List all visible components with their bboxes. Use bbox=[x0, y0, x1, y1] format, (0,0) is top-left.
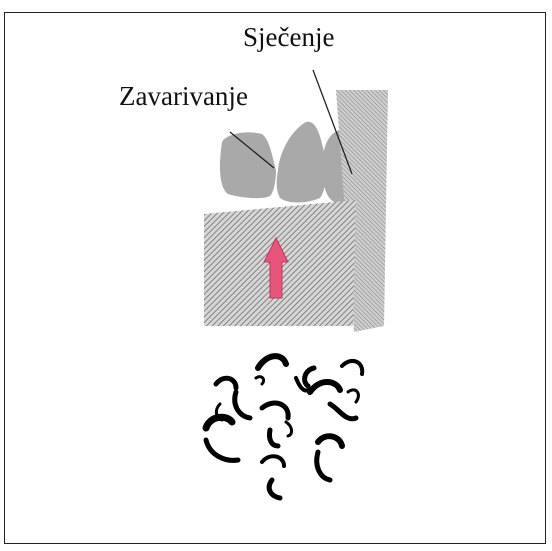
cutting-tool bbox=[336, 90, 388, 332]
chip bbox=[314, 449, 333, 483]
chip bbox=[202, 413, 236, 432]
chip bbox=[315, 433, 345, 449]
chip bbox=[284, 420, 294, 438]
chip bbox=[255, 353, 289, 371]
chip bbox=[259, 400, 291, 421]
chip bbox=[327, 401, 359, 422]
chip bbox=[340, 358, 365, 376]
leader-line-cutting bbox=[312, 69, 353, 175]
leader-line-welding bbox=[229, 131, 275, 169]
chips bbox=[202, 353, 365, 501]
chip bbox=[267, 427, 281, 449]
chip bbox=[346, 388, 360, 404]
chip bbox=[213, 375, 239, 391]
built-up-edge bbox=[220, 121, 358, 205]
label-welding: Zavarivanje bbox=[119, 81, 248, 111]
upward-arrow-icon bbox=[263, 236, 289, 299]
chip bbox=[302, 365, 317, 389]
chip bbox=[254, 375, 266, 386]
label-cutting: Sječenje bbox=[243, 22, 335, 52]
chip bbox=[232, 389, 253, 421]
chip bbox=[307, 379, 343, 395]
chip bbox=[260, 454, 286, 468]
chip bbox=[294, 376, 310, 393]
chip bbox=[266, 477, 283, 501]
chip bbox=[203, 437, 241, 463]
